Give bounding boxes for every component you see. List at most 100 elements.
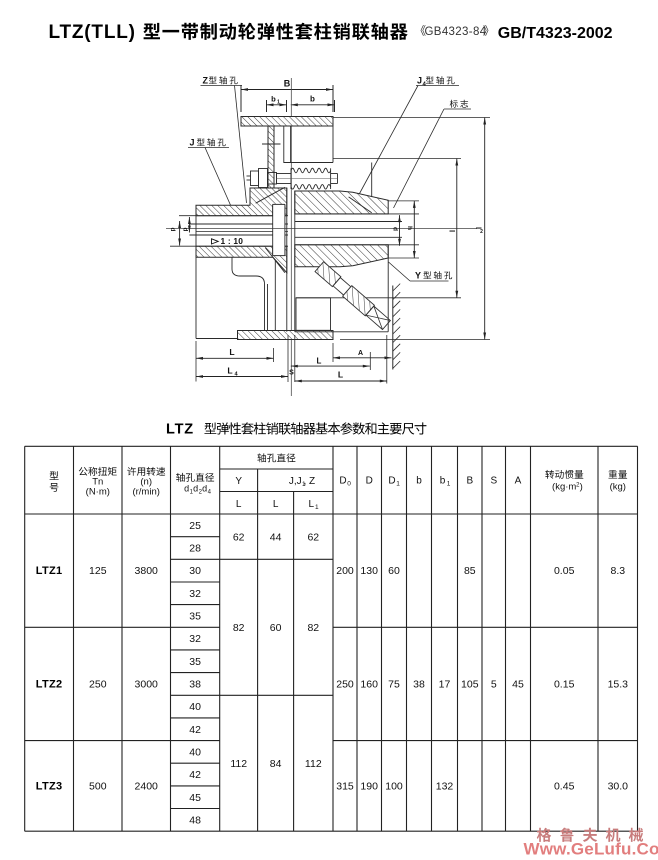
svg-text:100: 100 xyxy=(385,781,403,793)
svg-text:85: 85 xyxy=(464,565,476,577)
svg-text:40: 40 xyxy=(189,701,201,713)
svg-text:GB4323-84: GB4323-84 xyxy=(425,26,487,38)
svg-text:3800: 3800 xyxy=(135,565,159,577)
svg-text:15.3: 15.3 xyxy=(608,679,629,691)
svg-text:28: 28 xyxy=(189,543,201,555)
svg-text:b: b xyxy=(416,476,422,487)
svg-text:82: 82 xyxy=(233,622,245,634)
svg-text:Tn: Tn xyxy=(92,477,103,488)
svg-text:d: d xyxy=(193,484,198,494)
svg-text:1: 1 xyxy=(302,481,306,488)
svg-text:30.0: 30.0 xyxy=(608,781,629,793)
svg-text:130: 130 xyxy=(360,565,378,577)
svg-text:(N·m): (N·m) xyxy=(86,487,110,498)
svg-text:2: 2 xyxy=(576,483,580,489)
svg-text:2: 2 xyxy=(480,229,483,235)
svg-text:0: 0 xyxy=(347,481,351,488)
svg-text:Y: Y xyxy=(235,476,242,487)
svg-text:L: L xyxy=(338,370,343,380)
svg-text:500: 500 xyxy=(89,781,107,793)
svg-text:42: 42 xyxy=(189,769,201,781)
svg-text:LTZ: LTZ xyxy=(166,422,194,438)
svg-text:LTZ3: LTZ3 xyxy=(36,781,63,793)
svg-text:GB/T4323-2002: GB/T4323-2002 xyxy=(498,25,613,42)
svg-text:(kg): (kg) xyxy=(610,482,626,493)
svg-text:h: h xyxy=(406,226,413,230)
svg-text:5: 5 xyxy=(491,679,497,691)
svg-text:d: d xyxy=(181,228,188,232)
svg-text:0.45: 0.45 xyxy=(554,781,575,793)
svg-text:S: S xyxy=(289,370,294,377)
svg-text:LTZ(TLL): LTZ(TLL) xyxy=(49,22,136,43)
svg-text:(kg·m: (kg·m xyxy=(552,482,576,493)
svg-text:62: 62 xyxy=(233,531,245,543)
svg-text:J,J: J,J xyxy=(289,476,302,487)
svg-text:30: 30 xyxy=(189,565,201,577)
svg-text:112: 112 xyxy=(305,758,322,770)
svg-text:(r/min): (r/min) xyxy=(132,487,159,498)
svg-text:d: d xyxy=(392,227,399,231)
svg-text:l: l xyxy=(474,227,483,229)
svg-text:60: 60 xyxy=(388,565,400,577)
svg-text:L: L xyxy=(317,357,322,366)
svg-text:45: 45 xyxy=(189,792,201,804)
svg-text:1 : 10: 1 : 10 xyxy=(221,236,244,246)
svg-text:Y: Y xyxy=(415,271,421,281)
svg-text:44: 44 xyxy=(270,531,282,543)
svg-text:0.05: 0.05 xyxy=(554,565,575,577)
svg-text:Z: Z xyxy=(203,76,209,86)
svg-text:L: L xyxy=(273,499,279,510)
svg-text:160: 160 xyxy=(360,679,378,691)
svg-text:2400: 2400 xyxy=(135,781,159,793)
svg-text:, Z: , Z xyxy=(303,476,315,487)
svg-text:B: B xyxy=(284,79,291,89)
svg-text:l: l xyxy=(448,230,457,232)
svg-text:1: 1 xyxy=(315,504,319,511)
svg-text:L: L xyxy=(229,347,234,357)
svg-text:84: 84 xyxy=(270,758,282,770)
svg-text:132: 132 xyxy=(436,781,454,793)
svg-text:32: 32 xyxy=(189,633,201,645)
svg-text:60: 60 xyxy=(270,622,282,634)
svg-text:45: 45 xyxy=(512,679,524,691)
svg-text:L: L xyxy=(227,366,232,376)
svg-text:25: 25 xyxy=(189,520,201,532)
svg-text:125: 125 xyxy=(89,565,107,577)
svg-text:62: 62 xyxy=(307,531,319,543)
svg-text:1: 1 xyxy=(190,490,194,496)
svg-text:J: J xyxy=(190,138,195,148)
svg-text:D: D xyxy=(339,476,346,487)
svg-text:17: 17 xyxy=(439,679,451,691)
svg-text:J: J xyxy=(417,76,422,86)
svg-text:4: 4 xyxy=(208,490,212,496)
svg-text:48: 48 xyxy=(189,815,201,827)
svg-text:d: d xyxy=(202,484,207,494)
svg-text:d: d xyxy=(169,228,176,232)
svg-text:35: 35 xyxy=(189,611,201,623)
svg-text:A: A xyxy=(358,350,363,357)
svg-text:38: 38 xyxy=(189,679,201,691)
svg-text:8.3: 8.3 xyxy=(610,565,625,577)
svg-text:40: 40 xyxy=(189,747,201,759)
svg-text:D: D xyxy=(366,476,373,487)
svg-text:35: 35 xyxy=(189,656,201,668)
svg-text:S: S xyxy=(490,476,497,487)
svg-text:L: L xyxy=(236,499,242,510)
svg-text:L: L xyxy=(309,499,315,510)
svg-text:Www.GeLufu.Com: Www.GeLufu.Com xyxy=(524,840,658,859)
svg-text:250: 250 xyxy=(89,679,107,691)
svg-text:b: b xyxy=(440,476,446,487)
svg-text:112: 112 xyxy=(230,758,247,770)
svg-text:42: 42 xyxy=(189,724,201,736)
svg-text:2: 2 xyxy=(199,490,203,496)
svg-text:1: 1 xyxy=(396,481,400,488)
svg-text:b: b xyxy=(310,95,315,104)
svg-text:LTZ1: LTZ1 xyxy=(36,565,63,577)
svg-text:0.15: 0.15 xyxy=(554,679,575,691)
svg-text:1: 1 xyxy=(447,481,451,488)
svg-text:82: 82 xyxy=(307,622,319,634)
svg-text:75: 75 xyxy=(388,679,400,691)
svg-text:(n): (n) xyxy=(140,477,152,488)
svg-text:105: 105 xyxy=(461,679,479,691)
svg-text:4: 4 xyxy=(423,82,427,88)
